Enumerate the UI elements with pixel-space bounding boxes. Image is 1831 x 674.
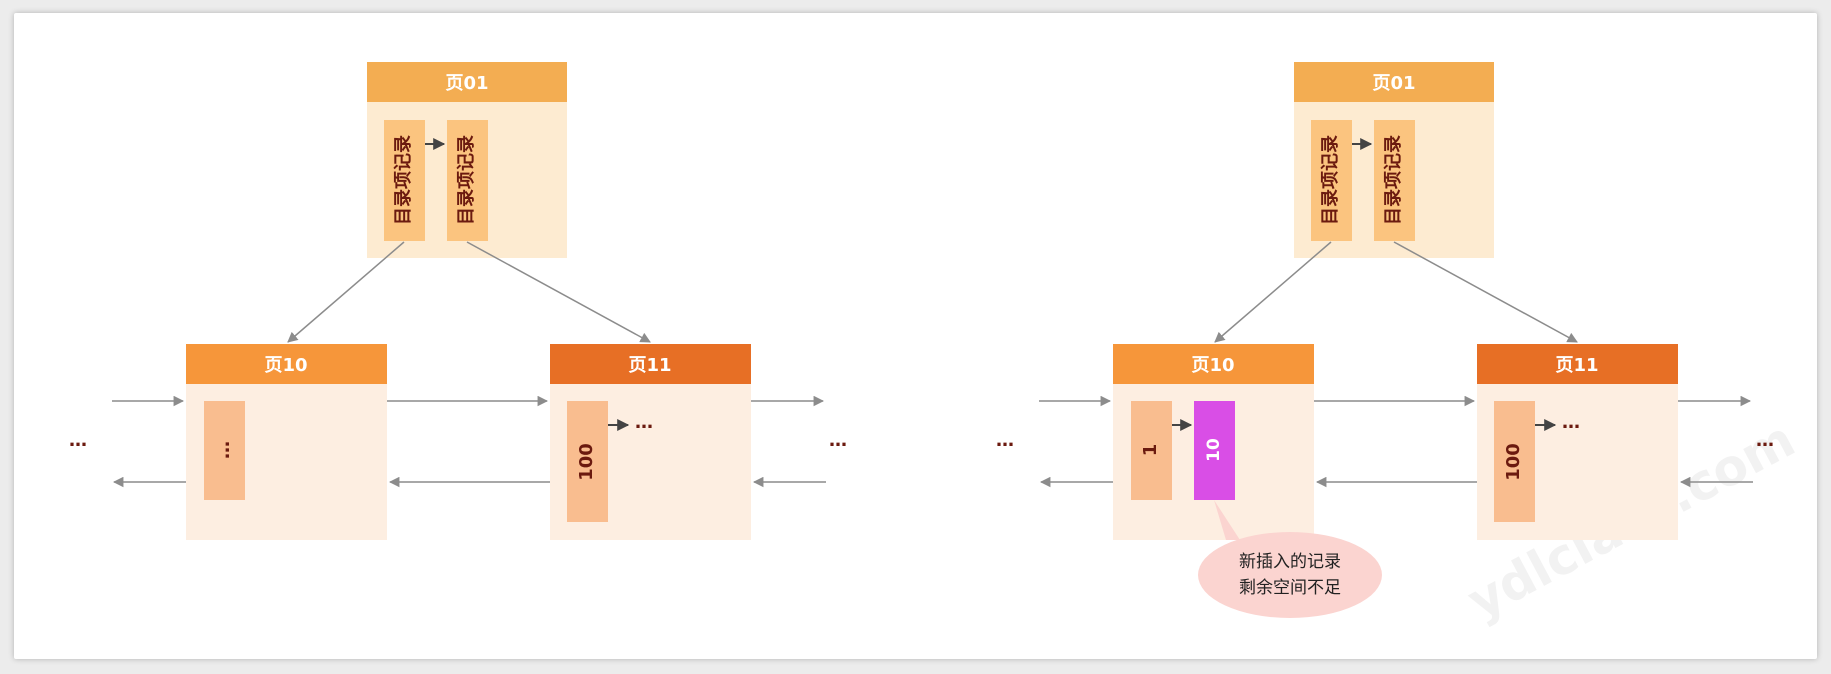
right-root-record-2-label: 目录项记录 — [1383, 135, 1404, 225]
left-root-title: 页01 — [445, 73, 488, 94]
right-link-to-page11 — [1393, 241, 1578, 343]
left-root-record-1 — [384, 120, 425, 241]
left-page11-record — [567, 401, 608, 522]
left-page11-title: 页11 — [628, 355, 671, 376]
left-outer-ellipsis-left: … — [69, 430, 87, 451]
right-outer-ellipsis-left: … — [996, 430, 1014, 451]
right-page10-record-1-label: 1 — [1140, 444, 1161, 457]
left-root-header — [367, 62, 567, 102]
left-link-to-page10 — [287, 241, 405, 343]
right-callout-line2: 剩余空间不足 — [1239, 578, 1341, 598]
left-leaf-page10: 页10 … — [186, 344, 387, 540]
right-root-page: 页01 目录项记录 目录项记录 — [1294, 62, 1494, 258]
right-outer-ellipsis-right: … — [1756, 430, 1774, 451]
right-root-record-2 — [1374, 120, 1415, 241]
right-root-title: 页01 — [1372, 73, 1415, 94]
left-page10-record-label: … — [213, 441, 234, 459]
right-root-record-1-label: 目录项记录 — [1320, 135, 1341, 225]
right-page10-new-record-label: 10 — [1204, 438, 1224, 462]
left-page11-header — [550, 344, 751, 384]
right-callout: 新插入的记录 剩余空间不足 — [1198, 500, 1382, 618]
left-root-record-2 — [447, 120, 488, 241]
left-root-page: 页01 目录项记录 目录项记录 — [367, 62, 567, 258]
right-page11-record — [1494, 401, 1535, 522]
left-root-record-1-label: 目录项记录 — [393, 135, 414, 225]
right-page10-new-record — [1194, 401, 1235, 500]
left-page10-header — [186, 344, 387, 384]
right-page10-header — [1113, 344, 1314, 384]
right-page11-title: 页11 — [1555, 355, 1598, 376]
right-page10-record-1 — [1131, 401, 1172, 500]
right-callout-bubble — [1198, 532, 1382, 618]
right-page11-record-label: 100 — [1503, 443, 1524, 481]
left-leaf-page11: 页11 100 … — [550, 344, 751, 540]
right-root-record-1 — [1311, 120, 1352, 241]
right-leaf-page10: 页10 1 10 — [1113, 344, 1314, 540]
diagram-card — [14, 13, 1817, 659]
right-page11-header — [1477, 344, 1678, 384]
left-page11-next-ellipsis: … — [635, 412, 653, 433]
left-page10-title: 页10 — [264, 355, 307, 376]
right-page10-title: 页10 — [1191, 355, 1234, 376]
right-diagram: 页01 目录项记录 目录项记录 页10 1 10 页11 100 — [996, 62, 1774, 618]
right-page11-next-ellipsis: … — [1562, 412, 1580, 433]
left-link-to-page11 — [466, 241, 651, 343]
right-callout-line1: 新插入的记录 — [1239, 552, 1341, 572]
left-outer-ellipsis-right: … — [829, 430, 847, 451]
left-root-record-2-label: 目录项记录 — [456, 135, 477, 225]
right-link-to-page10 — [1214, 241, 1332, 343]
right-leaf-page11: 页11 100 … — [1477, 344, 1678, 540]
left-page10-record — [204, 401, 245, 500]
left-diagram: 页01 目录项记录 目录项记录 页10 … 页11 100 … — [69, 62, 847, 540]
left-page11-record-label: 100 — [576, 443, 597, 481]
right-root-header — [1294, 62, 1494, 102]
